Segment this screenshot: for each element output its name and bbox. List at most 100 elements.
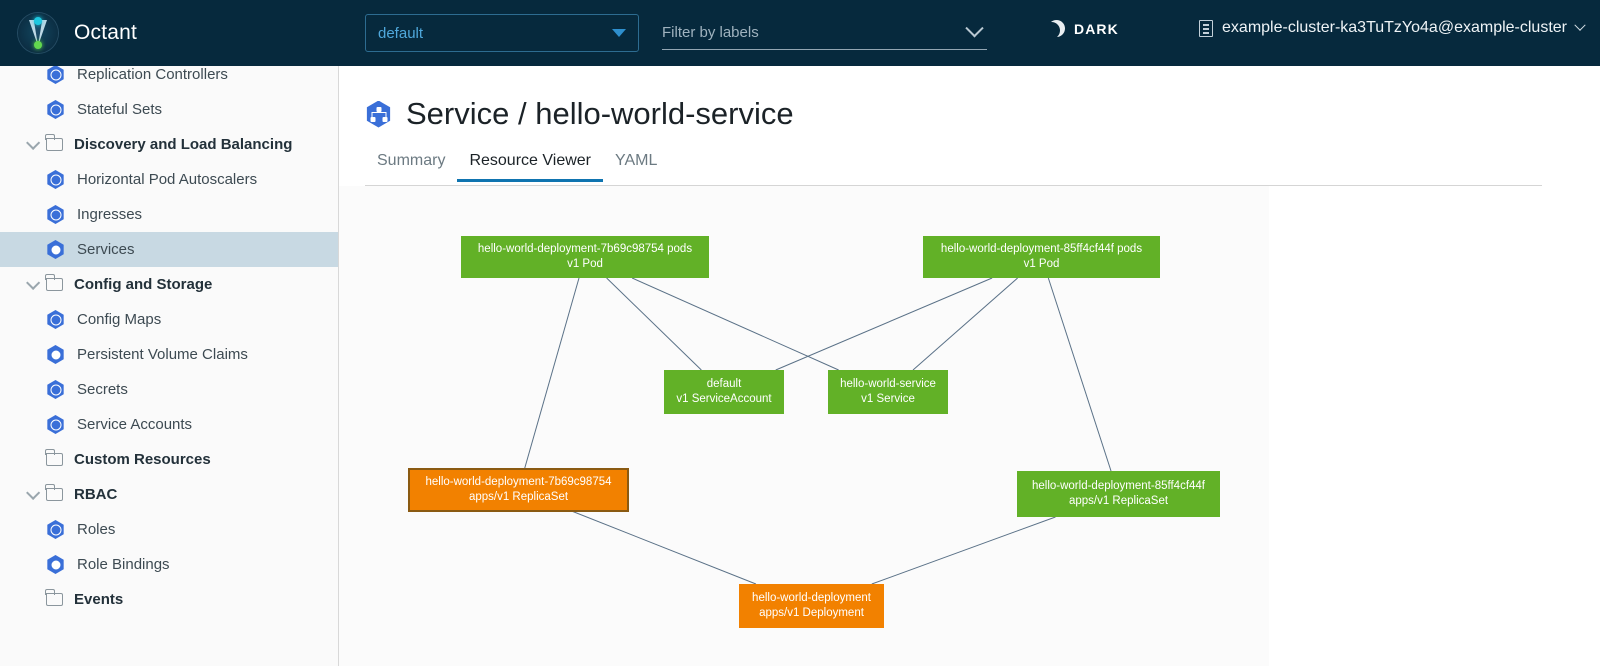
cluster-selector[interactable]: example-cluster-ka3TuTzYo4a@example-clus…: [1199, 19, 1586, 37]
sidebar-item-label: Custom Resources: [74, 451, 211, 468]
chevron-down-icon: [0, 135, 46, 150]
graph-edge: [571, 510, 757, 585]
sidebar-item-config-and-storage[interactable]: Config and Storage: [0, 267, 338, 302]
sidebar-item-ingresses[interactable]: Ingresses: [0, 197, 338, 232]
chevron-down-icon: [26, 485, 41, 500]
sidebar-item-label: Ingresses: [77, 206, 143, 223]
sidebar: Replica SetsReplication ControllersState…: [0, 0, 339, 666]
graph-edge: [871, 516, 1056, 585]
main-content: Service / hello-world-service Summary Res…: [339, 66, 1600, 666]
tab-resource-viewer[interactable]: Resource Viewer: [457, 152, 603, 182]
graph-node-pod-7b69[interactable]: hello-world-deployment-7b69c98754 pods v1…: [461, 236, 709, 278]
folder-icon: [45, 134, 63, 151]
sidebar-item-label: Secrets: [77, 381, 128, 398]
sidebar-item-label: Config and Storage: [74, 276, 213, 293]
resource-viewer-graph: hello-world-deployment-7b69c98754 pods v1…: [339, 186, 1269, 666]
k8s-role-icon: [47, 520, 64, 539]
graph-node-name: hello-world-deployment-85ff4cf44f: [1031, 480, 1206, 492]
sidebar-item-label: Service Accounts: [77, 416, 193, 433]
chevron-down-icon: [612, 29, 626, 37]
k8s-rolebinding-icon: [47, 555, 64, 574]
brand[interactable]: Octant: [18, 13, 318, 53]
sidebar-item-label: Discovery and Load Balancing: [74, 136, 293, 153]
tab-summary[interactable]: Summary: [377, 152, 446, 169]
folder-icon: [45, 449, 63, 466]
graph-node-kind: v1 ServiceAccount: [676, 393, 772, 405]
graph-node-kind: v1 Pod: [567, 258, 603, 270]
sidebar-item-replication-controllers[interactable]: Replication Controllers: [0, 57, 338, 92]
graph-node-kind: v1 Service: [861, 393, 915, 405]
sidebar-item-custom-resources[interactable]: Custom Resources: [0, 442, 338, 477]
sidebar-item-config-maps[interactable]: Config Maps: [0, 302, 338, 337]
chevron-down-icon: [0, 275, 46, 290]
sidebar-item-roles[interactable]: Roles: [0, 512, 338, 547]
cluster-icon: [1199, 19, 1214, 37]
brand-name: Octant: [74, 21, 138, 44]
sidebar-item-label: Roles: [77, 521, 116, 538]
sidebar-item-label: Events: [74, 591, 124, 608]
graph-node-deploy[interactable]: hello-world-deployment apps/v1 Deployment: [739, 584, 884, 628]
sidebar-item-label: RBAC: [74, 486, 118, 503]
sidebar-item-horizontal-pod-autoscalers[interactable]: Horizontal Pod Autoscalers: [0, 162, 338, 197]
sidebar-item-rbac[interactable]: RBAC: [0, 477, 338, 512]
sidebar-item-label: Stateful Sets: [77, 101, 163, 118]
graph-node-name: hello-world-deployment-85ff4cf44f pods: [940, 243, 1143, 255]
k8s-service-icon: [47, 240, 64, 259]
tab-yaml[interactable]: YAML: [615, 152, 658, 169]
sidebar-item-role-bindings[interactable]: Role Bindings: [0, 547, 338, 582]
sidebar-item-label: Config Maps: [77, 311, 162, 328]
sidebar-item-discovery-and-load-balancing[interactable]: Discovery and Load Balancing: [0, 127, 338, 162]
graph-node-name: hello-world-deployment-7b69c98754 pods: [477, 243, 693, 255]
label-filter-input[interactable]: Filter by labels: [662, 16, 987, 50]
chevron-down-icon: [0, 485, 46, 500]
sidebar-item-label: Persistent Volume Claims: [77, 346, 248, 363]
sidebar-item-label: Services: [77, 241, 135, 258]
sidebar-item-service-accounts[interactable]: Service Accounts: [0, 407, 338, 442]
graph-node-kind: v1 Pod: [1023, 258, 1060, 270]
folder-icon: [45, 484, 63, 501]
sidebar-item-secrets[interactable]: Secrets: [0, 372, 338, 407]
k8s-statefulset-icon: [47, 100, 64, 119]
chevron-down-icon: [1574, 19, 1586, 31]
dark-mode-label: DARK: [1074, 20, 1119, 37]
cluster-name: example-cluster-ka3TuTzYo4a@example-clus…: [1222, 19, 1567, 36]
namespace-value: default: [378, 24, 424, 42]
graph-edge: [606, 277, 702, 371]
chevron-down-icon: [26, 275, 41, 290]
graph-node-name: hello-world-deployment: [752, 592, 871, 604]
sidebar-item-stateful-sets[interactable]: Stateful Sets: [0, 92, 338, 127]
graph-edge: [631, 277, 839, 371]
sidebar-item-label: Replication Controllers: [77, 66, 228, 83]
sidebar-item-persistent-volume-claims[interactable]: Persistent Volume Claims: [0, 337, 338, 372]
namespace-select[interactable]: default: [365, 14, 639, 52]
app-header: Octant default Filter by labels DARK exa…: [0, 0, 1600, 66]
graph-node-kind: apps/v1 Deployment: [759, 607, 864, 619]
sidebar-nav-list: Replica SetsReplication ControllersState…: [0, 41, 338, 617]
k8s-secret-icon: [47, 380, 64, 399]
tab-bar: Summary Resource Viewer YAML: [365, 152, 1542, 186]
label-filter-placeholder: Filter by labels: [662, 24, 759, 41]
octant-logo-icon: [18, 13, 58, 53]
dark-mode-toggle[interactable]: DARK: [1048, 20, 1119, 37]
sidebar-item-services[interactable]: Services: [0, 232, 338, 267]
moon-icon: [1048, 20, 1065, 37]
chevron-down-icon: [965, 19, 984, 38]
sidebar-item-events[interactable]: Events: [0, 582, 338, 617]
sidebar-item-label: Role Bindings: [77, 556, 170, 573]
k8s-pvc-icon: [47, 345, 64, 364]
k8s-ingress-icon: [47, 205, 64, 224]
graph-edge: [775, 277, 993, 371]
sidebar-item-label: Horizontal Pod Autoscalers: [77, 171, 258, 188]
k8s-replicationcontroller-icon: [47, 65, 64, 84]
k8s-serviceaccount-icon: [47, 415, 64, 434]
graph-node-pod-85ff[interactable]: hello-world-deployment-85ff4cf44f pods v1…: [923, 236, 1160, 278]
k8s-configmap-icon: [47, 310, 64, 329]
page-title: Service / hello-world-service: [365, 96, 794, 132]
folder-icon: [45, 274, 63, 291]
graph-edge: [524, 277, 580, 470]
graph-edge: [912, 277, 1018, 371]
